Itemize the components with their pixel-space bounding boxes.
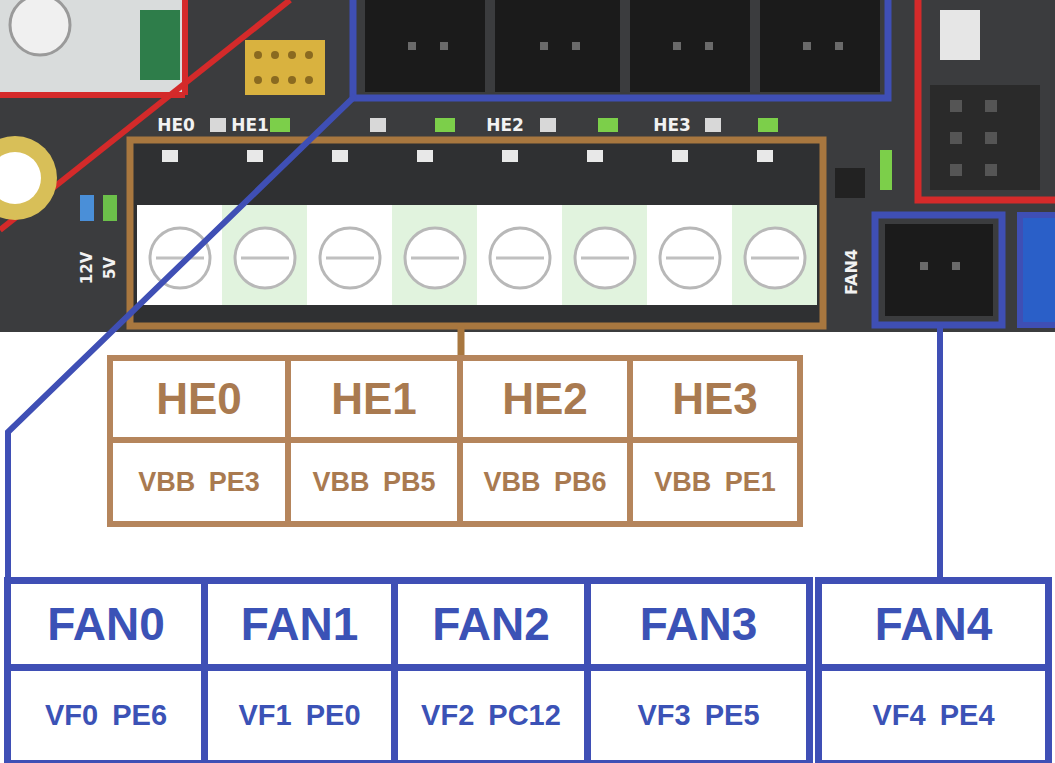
connector-pin — [952, 262, 960, 270]
connector-name: HE2 — [502, 374, 588, 424]
pin-table-column: FAN2VF2 PC12 — [391, 577, 591, 763]
pin-cell: VBB PE1 — [633, 443, 797, 521]
fan-connector — [495, 0, 620, 92]
column-header-cell: HE0 — [113, 361, 285, 443]
red-outline — [918, 0, 1055, 200]
terminal-tabs — [162, 150, 773, 162]
pin-table-column: HE1VBB PB5 — [285, 355, 463, 527]
blue-part — [1020, 215, 1055, 325]
connector-name: HE3 — [672, 374, 758, 424]
pin-names: VBB PE1 — [654, 467, 776, 498]
connector-name: FAN3 — [640, 597, 758, 651]
socket-holes — [950, 100, 997, 176]
fan-connector — [760, 0, 880, 92]
blue-outline — [875, 215, 1002, 325]
pin-cell: VBB PE3 — [113, 443, 285, 521]
column-header-cell: FAN3 — [591, 584, 806, 671]
connector-name: HE1 — [331, 374, 417, 424]
brown-leader-line — [458, 326, 465, 355]
mounting-hole — [0, 136, 57, 220]
pin-table-column: FAN1VF1 PE0 — [201, 577, 398, 763]
silkscreen-label: FAN4 — [844, 249, 860, 295]
red-outline — [0, 92, 185, 98]
screw — [10, 0, 70, 55]
pin-cell: VF2 PC12 — [398, 671, 584, 760]
silkscreen-label: HE1 — [231, 117, 269, 134]
column-header-cell: HE2 — [463, 361, 627, 443]
pin-names: VBB PB5 — [312, 467, 435, 498]
silkscreen-label: HE0 — [157, 117, 195, 134]
smd-part — [940, 10, 980, 60]
pin-table-column: FAN0VF0 PE6 — [4, 577, 208, 763]
column-header-cell: FAN1 — [208, 584, 391, 671]
connector-pin — [920, 262, 928, 270]
pin-table-column: HE2VBB PB6 — [457, 355, 633, 527]
ic-chip — [835, 168, 865, 198]
connector-name: FAN2 — [432, 597, 550, 651]
pin-socket — [930, 85, 1040, 190]
fan-connector — [885, 224, 993, 316]
pin-table-column: HE0VBB PE3 — [107, 355, 291, 527]
mounting-hole — [0, 152, 41, 204]
connector-name: FAN0 — [47, 597, 165, 651]
pin-names: VF4 PE4 — [872, 699, 994, 732]
smd-led — [103, 195, 117, 221]
pin-table-column: FAN3VF3 PE5 — [584, 577, 813, 763]
blue-outline — [353, 0, 888, 98]
silkscreen-label: 5V — [103, 257, 118, 279]
fan-connector — [365, 0, 485, 92]
fan-connector — [630, 0, 750, 92]
brown-outline — [130, 140, 823, 326]
column-header-cell: FAN2 — [398, 584, 584, 671]
column-header-cell: HE3 — [633, 361, 797, 443]
smd-led — [880, 150, 892, 190]
connector-name: FAN1 — [241, 597, 359, 651]
pin-names: VBB PB6 — [483, 467, 606, 498]
terminal-ways — [137, 205, 817, 305]
silkscreen-label: 12V — [80, 252, 95, 284]
screw-slots — [156, 257, 799, 260]
pin-cell: VBB PB5 — [291, 443, 457, 521]
pin-cell: VBB PB6 — [463, 443, 627, 521]
column-header-cell: FAN0 — [11, 584, 201, 671]
pin-cell: VF3 PE5 — [591, 671, 806, 760]
column-header-cell: FAN4 — [822, 584, 1045, 671]
pin-table-column: HE3VBB PE1 — [627, 355, 803, 527]
pin-cell: VF0 PE6 — [11, 671, 201, 760]
pin-header — [245, 40, 325, 95]
terminal-screws — [150, 228, 805, 288]
column-header-cell: HE1 — [291, 361, 457, 443]
green-part — [140, 10, 180, 80]
pcb-board — [0, 0, 1055, 332]
terminal-block — [133, 143, 823, 325]
pin-table-column: FAN4VF4 PE4 — [815, 577, 1052, 763]
pin-names: VF3 PE5 — [637, 699, 759, 732]
connector-pins — [408, 42, 843, 50]
pin-cell: VF1 PE0 — [208, 671, 391, 760]
pin-names: VF1 PE0 — [238, 699, 360, 732]
silkscreen-label: HE3 — [653, 117, 691, 134]
pin-cell: VF4 PE4 — [822, 671, 1045, 760]
silkscreen-label: HE2 — [486, 117, 524, 134]
smd-led — [80, 195, 94, 221]
pin-names: VF0 PE6 — [45, 699, 167, 732]
connector-name: HE0 — [156, 374, 242, 424]
pin-names: VBB PE3 — [138, 467, 260, 498]
blue-leader-line — [937, 325, 943, 580]
pin-names: VF2 PC12 — [421, 699, 561, 732]
connector-name: FAN4 — [875, 597, 993, 651]
pin-dots — [254, 51, 313, 84]
